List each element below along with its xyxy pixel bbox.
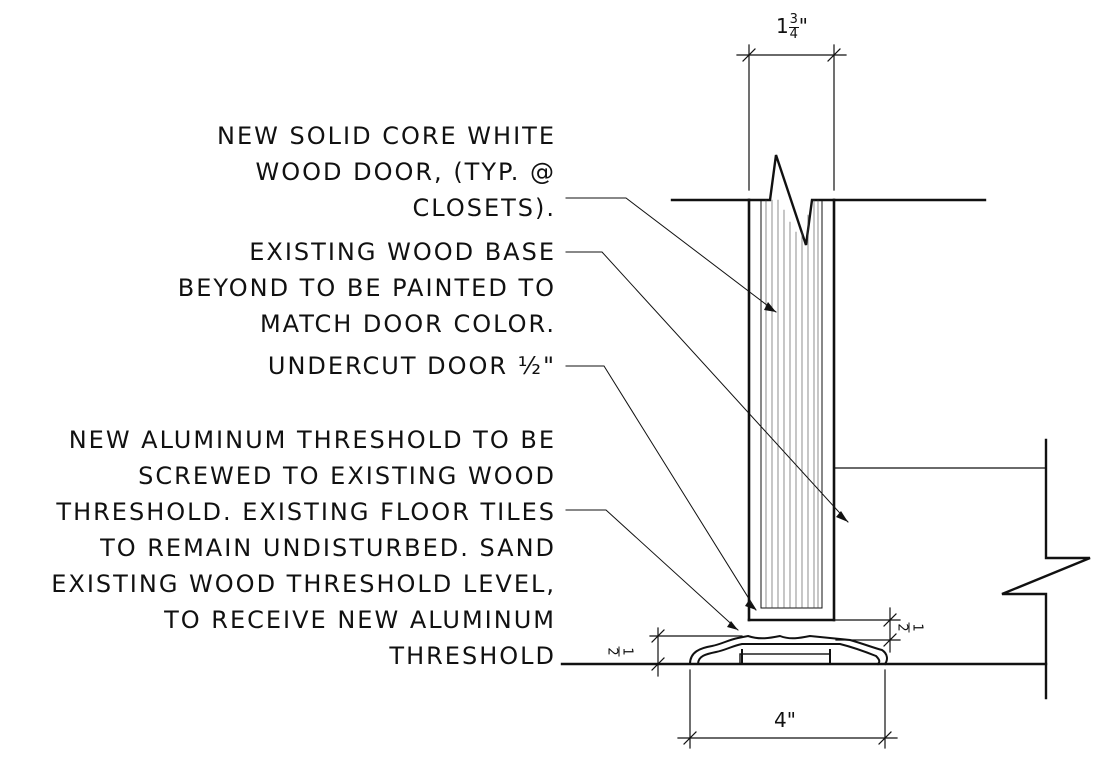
leader-arrowheads [727, 302, 848, 630]
note-undercut: UNDERCUT DOOR ½" [267, 352, 556, 380]
right-wall [1001, 438, 1091, 700]
door-leaf [747, 198, 836, 622]
threshold-width-label: 4" [774, 708, 796, 732]
threshold-profile [688, 634, 888, 666]
threshold-width-dimension-lines [677, 669, 898, 749]
note-new-door: NEW SOLID CORE WHITE WOOD DOOR, (TYP. @ … [217, 122, 556, 222]
gap-dimension-lines [835, 607, 901, 653]
leader-lines [565, 197, 849, 631]
note-threshold: NEW ALUMINUM THRESHOLD TO BE SCREWED TO … [51, 426, 556, 670]
door-thickness-dimension-lines [736, 44, 847, 191]
note-wood-base: EXISTING WOOD BASE BEYOND TO BE PAINTED … [177, 238, 556, 338]
threshold-height-dimension-lines [649, 627, 743, 677]
head-line [670, 154, 987, 246]
